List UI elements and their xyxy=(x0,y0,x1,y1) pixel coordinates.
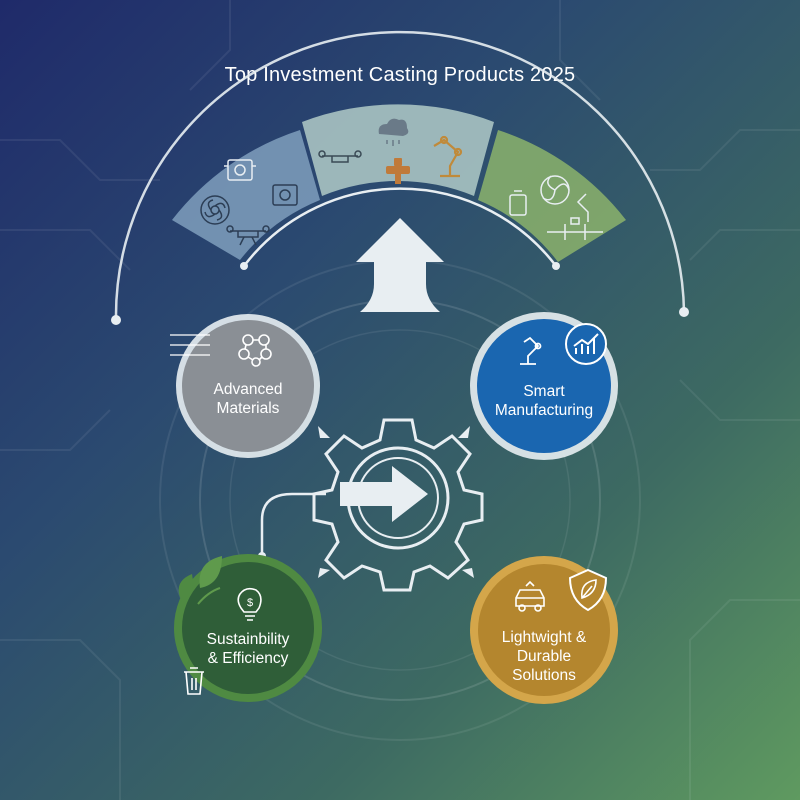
inner-arc-right-dot xyxy=(552,262,560,270)
formula-decoration xyxy=(170,334,210,356)
outer-arc-left-dot xyxy=(111,315,121,325)
cloud-icon xyxy=(378,118,409,146)
shield-leaf-icon xyxy=(568,568,608,612)
connector-line xyxy=(260,492,326,556)
node-lightweight-line2: Durable xyxy=(516,648,572,665)
arc-band xyxy=(172,104,626,262)
svg-text:$: $ xyxy=(247,597,253,609)
robot-arm-icon xyxy=(520,336,542,365)
node-advanced-materials-label: Advanced Materials xyxy=(178,380,318,418)
engine-block-icon xyxy=(224,159,256,181)
inward-arrows xyxy=(318,426,474,578)
up-arrow-icon xyxy=(356,218,444,312)
drone-icon xyxy=(226,225,270,246)
outer-arc-right-dot xyxy=(679,307,689,317)
arc-segment-right xyxy=(478,130,626,262)
trash-icon xyxy=(184,667,204,695)
turbine-icon xyxy=(200,195,230,225)
inner-arc-left-dot xyxy=(240,262,248,270)
leaf-icon xyxy=(178,556,222,605)
robot-arm-icon xyxy=(576,193,589,222)
molecule-icon xyxy=(238,334,272,367)
node-smart-manufacturing-label: Smart Manufacturing xyxy=(474,382,614,420)
bolt-icon xyxy=(386,158,410,184)
node-smart-manufacturing-line1: Smart xyxy=(523,383,565,400)
lightbulb-dollar-icon: $ xyxy=(237,587,262,621)
node-lightweight-label: Lightwight & Durable Solutions xyxy=(474,628,614,685)
node-smart-manufacturing-line2: Manufacturing xyxy=(494,402,594,419)
node-advanced-materials-line1: Advanced xyxy=(213,381,283,398)
node-sustainability-line1: Sustainbility xyxy=(206,631,290,648)
chart-icon xyxy=(565,323,607,365)
node-lightweight-line3: Solutions xyxy=(512,667,576,684)
drone-icon xyxy=(318,150,362,163)
node-lightweight-line1: Lightwight & xyxy=(501,629,587,646)
car-icon xyxy=(515,580,545,612)
arrow-right-icon xyxy=(340,466,428,522)
diagram-title: Top Investment Casting Products 2025 xyxy=(224,64,576,86)
node-advanced-materials-line2: Materials xyxy=(216,400,280,417)
node-sustainability-label: Sustainbility & Efficiency xyxy=(178,630,318,668)
outer-arc xyxy=(114,30,686,321)
node-advanced-materials xyxy=(176,314,320,458)
engine-block-icon xyxy=(272,184,298,206)
valve-icon xyxy=(547,217,603,240)
arc-segment-middle xyxy=(302,104,494,196)
fan-rotor-icon xyxy=(540,175,570,205)
node-sustainability xyxy=(174,554,322,702)
inner-arc xyxy=(243,187,557,267)
arc-segment-left xyxy=(172,130,320,260)
robot-arm-icon xyxy=(433,135,463,178)
node-sustainability-line2: & Efficiency xyxy=(207,650,289,667)
gear-icon xyxy=(509,190,527,216)
